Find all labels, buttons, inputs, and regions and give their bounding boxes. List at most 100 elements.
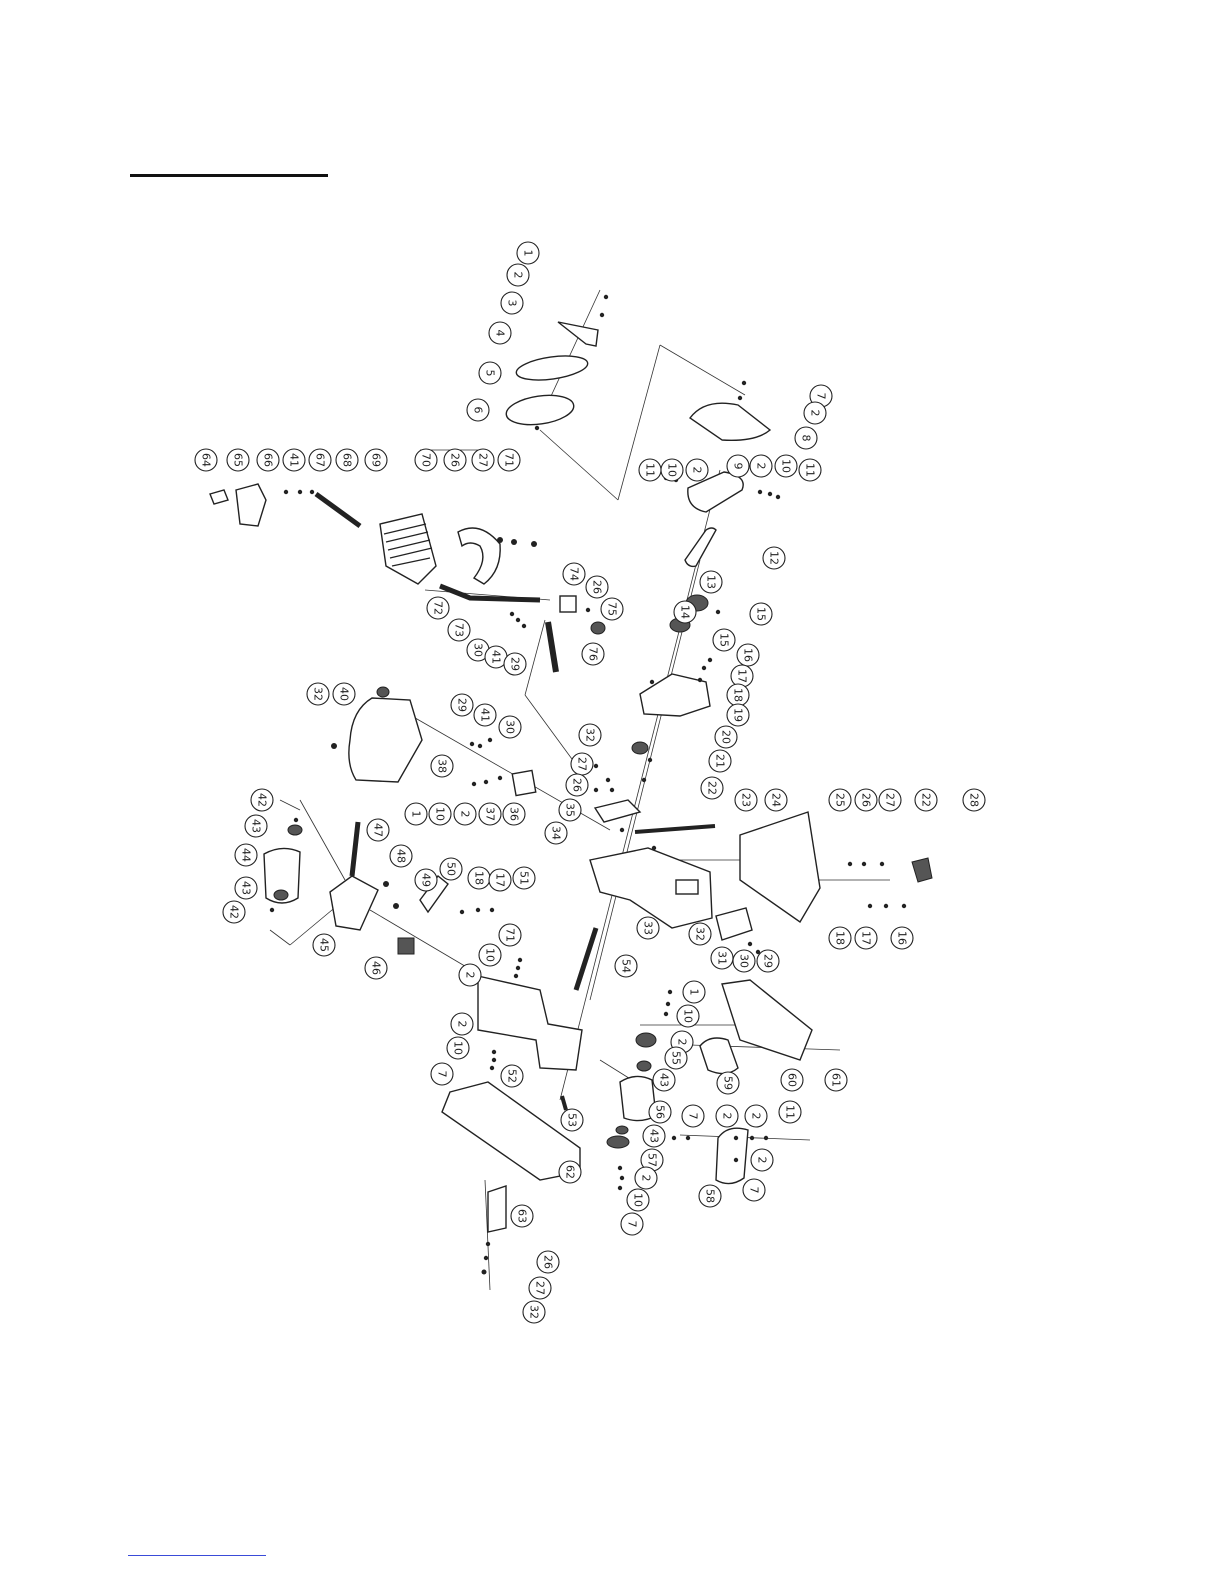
callout-bubble bbox=[890, 926, 914, 950]
callout-15: 15 bbox=[749, 602, 773, 626]
callout-1: 1 bbox=[516, 241, 540, 265]
callout-31: 31 bbox=[710, 946, 734, 970]
callout-label: 2 bbox=[809, 410, 822, 417]
callout-bubble bbox=[565, 773, 589, 797]
callout-label: 63 bbox=[516, 1209, 529, 1223]
callout-bubble bbox=[742, 1178, 766, 1202]
callout-label: 5 bbox=[484, 370, 497, 377]
callout-label: 40 bbox=[338, 687, 351, 701]
callout-bubble bbox=[471, 448, 495, 472]
part-shaft-47 bbox=[349, 821, 361, 877]
callout-bubble bbox=[726, 454, 750, 478]
callout-bubble bbox=[498, 923, 522, 947]
callout-bubble bbox=[620, 1212, 644, 1236]
callout-bubble bbox=[685, 458, 709, 482]
callout-61: 61 bbox=[824, 1068, 848, 1092]
callout-label: 1 bbox=[410, 811, 423, 818]
callout-label: 15 bbox=[718, 633, 731, 647]
callout-55: 55 bbox=[664, 1046, 688, 1070]
callout-48: 48 bbox=[389, 844, 413, 868]
callout-72: 72 bbox=[426, 596, 450, 620]
callout-71: 71 bbox=[497, 448, 521, 472]
callout-label: 17 bbox=[860, 931, 873, 945]
callout-23: 23 bbox=[734, 788, 758, 812]
callout-16: 16 bbox=[736, 643, 760, 667]
callout-32: 32 bbox=[306, 682, 330, 706]
callout-bubble bbox=[715, 1104, 739, 1128]
callout-2: 2 bbox=[803, 401, 827, 425]
callout-label: 20 bbox=[720, 730, 733, 744]
callout-29: 29 bbox=[503, 652, 527, 676]
callout-10: 10 bbox=[660, 458, 684, 482]
callout-label: 12 bbox=[768, 551, 781, 565]
callout-label: 48 bbox=[395, 849, 408, 863]
callout-bubble bbox=[749, 454, 773, 478]
callout-18: 18 bbox=[828, 926, 852, 950]
callout-58: 58 bbox=[698, 1184, 722, 1208]
callout-bubble bbox=[562, 562, 586, 586]
callout-label: 17 bbox=[494, 873, 507, 887]
callout-bubble bbox=[558, 1160, 582, 1184]
part-bearing-43c bbox=[636, 1060, 652, 1072]
callout-10: 10 bbox=[676, 1004, 700, 1028]
callout-32: 32 bbox=[522, 1300, 546, 1324]
callout-label: 21 bbox=[714, 754, 727, 768]
callout-label: 54 bbox=[620, 959, 633, 973]
callout-bubble bbox=[756, 949, 780, 973]
callout-2: 2 bbox=[450, 1012, 474, 1036]
callout-bubble bbox=[528, 1276, 552, 1300]
part-housing-20 bbox=[639, 673, 711, 717]
callout-67: 67 bbox=[308, 448, 332, 472]
callout-bubble bbox=[676, 1004, 700, 1028]
callout-10: 10 bbox=[626, 1188, 650, 1212]
callout-43: 43 bbox=[652, 1068, 676, 1092]
callout-label: 28 bbox=[968, 793, 981, 807]
part-handle-65 bbox=[235, 483, 267, 527]
callout-bubble bbox=[712, 628, 736, 652]
callout-label: 4 bbox=[494, 330, 507, 337]
callout-bubble bbox=[681, 1104, 705, 1128]
callout-bubble bbox=[714, 725, 738, 749]
callout-bubble bbox=[234, 876, 258, 900]
callout-bubble bbox=[366, 818, 390, 842]
callout-label: 18 bbox=[834, 931, 847, 945]
callout-54: 54 bbox=[614, 954, 638, 978]
callout-bubble bbox=[744, 1104, 768, 1128]
callout-label: 26 bbox=[591, 580, 604, 594]
part-drum-59 bbox=[699, 1037, 739, 1075]
part-guard-8 bbox=[689, 402, 772, 441]
callout-bubble bbox=[478, 802, 502, 826]
callout-bubble bbox=[450, 1012, 474, 1036]
callout-label: 71 bbox=[504, 928, 517, 942]
callout-label: 2 bbox=[750, 1113, 763, 1120]
callout-label: 55 bbox=[670, 1051, 683, 1065]
parts bbox=[209, 321, 933, 1233]
callout-label: 29 bbox=[762, 954, 775, 968]
callout-11: 11 bbox=[798, 458, 822, 482]
callout-label: 2 bbox=[512, 272, 525, 279]
callout-bubble bbox=[404, 802, 428, 826]
callout-label: 8 bbox=[800, 435, 813, 442]
callout-label: 65 bbox=[232, 453, 245, 467]
part-bearing-43a bbox=[287, 824, 303, 836]
callout-bubble bbox=[578, 723, 602, 747]
callout-10: 10 bbox=[478, 943, 502, 967]
part-cover-62 bbox=[441, 1081, 581, 1181]
callout-2: 2 bbox=[506, 263, 530, 287]
part-knob-28 bbox=[911, 857, 933, 883]
callout-32: 32 bbox=[578, 723, 602, 747]
callout-11: 11 bbox=[638, 458, 662, 482]
callout-label: 2 bbox=[640, 1175, 653, 1182]
callout-bubble bbox=[497, 448, 521, 472]
callout-46: 46 bbox=[364, 956, 388, 980]
callout-bubble bbox=[244, 814, 268, 838]
part-cover-58 bbox=[715, 1127, 749, 1185]
callout-26: 26 bbox=[854, 788, 878, 812]
callout-bubble bbox=[794, 426, 818, 450]
callout-28: 28 bbox=[962, 788, 986, 812]
callout-label: 10 bbox=[434, 807, 447, 821]
callout-label: 14 bbox=[679, 605, 692, 619]
callout-label: 53 bbox=[566, 1113, 579, 1127]
callout-label: 2 bbox=[456, 1021, 469, 1028]
